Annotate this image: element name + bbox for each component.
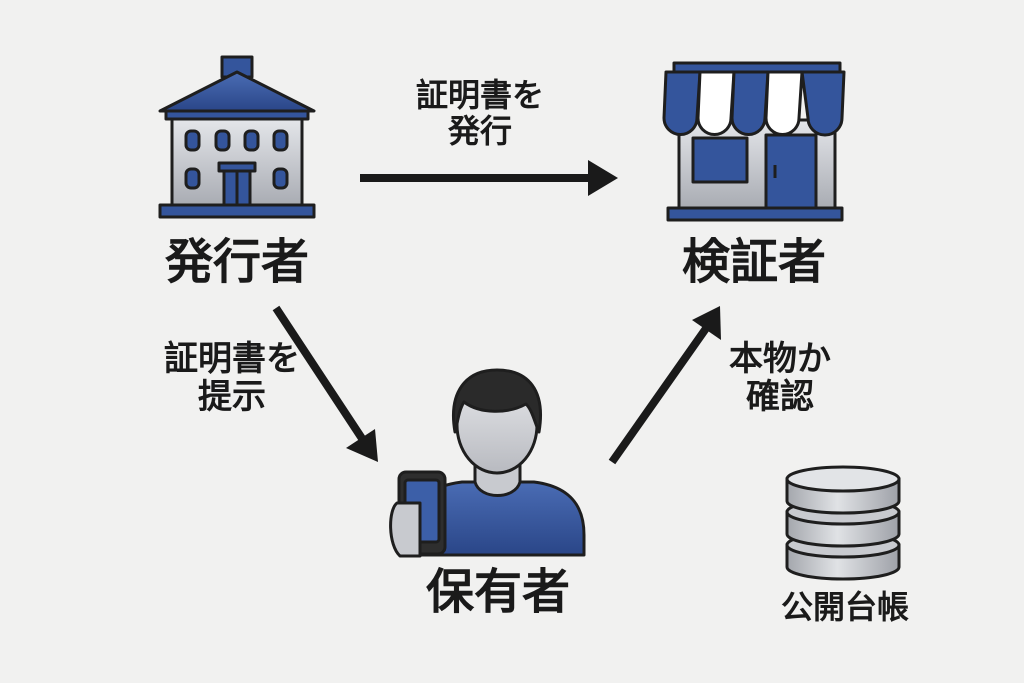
ledger-label: 公開台帳 <box>780 588 909 626</box>
present-flow-label: 証明書を 提示 <box>164 339 300 418</box>
holder-label: 保有者 <box>425 564 570 620</box>
person-with-phone-icon <box>389 368 586 558</box>
arrow-issue <box>360 160 618 196</box>
verify-flow-label: 本物か 確認 <box>729 339 831 418</box>
arrow-present <box>272 305 378 462</box>
issuer-label: 発行者 <box>164 234 309 290</box>
government-building-icon <box>158 55 316 219</box>
database-icon <box>785 465 901 581</box>
issue-flow-label: 証明書を 発行 <box>415 76 544 150</box>
arrow-verify <box>608 306 721 465</box>
verifier-label: 検証者 <box>681 234 826 290</box>
storefront-icon <box>662 61 846 222</box>
